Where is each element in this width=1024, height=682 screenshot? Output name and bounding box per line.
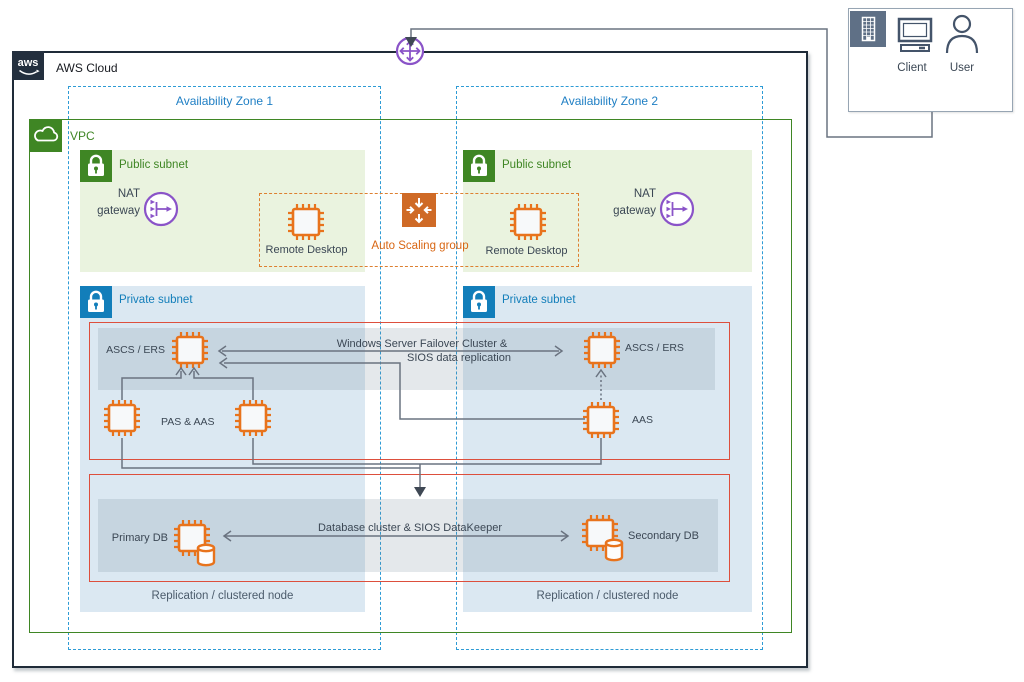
availability-zone-1-label: Availability Zone 1: [175, 94, 274, 108]
ec2-instance-icon-pas-1: [102, 398, 142, 438]
nat-gateway-left-label: NAT gateway: [86, 186, 140, 220]
remote-desktop-left-label: Remote Desktop: [265, 244, 348, 256]
internet-gateway-icon: [395, 36, 425, 66]
nat-right-line2: gateway: [613, 205, 656, 217]
public-subnet-lock-icon: [80, 150, 112, 182]
nat-left-line1: NAT: [117, 188, 140, 200]
availability-zone-2-label: Availability Zone 2: [560, 94, 659, 108]
ec2-instance-icon-remote-desktop-left: [286, 202, 326, 242]
ascs-right-label: ASCS / ERS: [625, 342, 684, 354]
nat-left-line2: gateway: [97, 205, 140, 217]
auto-scaling-icon: [402, 193, 436, 227]
corporate-building-icon: [850, 11, 886, 47]
nat-gateway-icon: [143, 191, 179, 227]
auto-scaling-group-label: Auto Scaling group: [371, 240, 469, 252]
ascs-left-label: ASCS / ERS: [106, 344, 165, 356]
nat-gateway-icon: [659, 191, 695, 227]
public-subnet-right: [463, 150, 752, 272]
nat-right-line1: NAT: [633, 188, 656, 200]
private-subnet-lock-icon: [80, 286, 112, 318]
ec2-instance-icon-ascs-left: [170, 330, 210, 370]
remote-desktop-right-label: Remote Desktop: [485, 245, 568, 257]
aws-cloud-label: AWS Cloud: [56, 61, 118, 75]
user-label: User: [949, 62, 975, 74]
ec2-instance-icon-aas: [581, 400, 621, 440]
ec2-instance-icon-remote-desktop-right: [508, 202, 548, 242]
user-person-icon: [945, 14, 979, 55]
public-subnet-lock-icon: [463, 150, 495, 182]
ec2-instance-icon-pas-2: [233, 398, 273, 438]
vpc-label: VPC: [70, 129, 95, 143]
client-label: Client: [897, 62, 927, 74]
private-subnet-right-title: Private subnet: [502, 294, 576, 306]
ec2-db-instance-icon-secondary: [580, 513, 628, 565]
private-subnet-left-title: Private subnet: [119, 294, 193, 306]
failover-cluster-label-line2: SIOS data replication: [407, 352, 511, 364]
pas-aas-label: PAS & AAS: [161, 416, 215, 428]
aws-logo-icon: [12, 51, 44, 80]
aas-label: AAS: [632, 414, 654, 426]
replication-node-right-label: Replication / clustered node: [536, 590, 679, 602]
ec2-db-instance-icon-primary: [172, 518, 220, 570]
client-monitor-icon: [897, 17, 933, 53]
vpc-icon: [29, 119, 62, 152]
db-cluster-label: Database cluster & SIOS DataKeeper: [317, 522, 503, 534]
public-subnet-right-title: Public subnet: [502, 159, 572, 171]
nat-gateway-right-label: NAT gateway: [602, 186, 656, 220]
primary-db-label: Primary DB: [111, 532, 168, 544]
failover-cluster-label-line1: Windows Server Failover Cluster &: [336, 338, 508, 350]
ec2-instance-icon-ascs-right: [582, 330, 622, 370]
public-subnet-left-title: Public subnet: [119, 159, 189, 171]
replication-node-left-label: Replication / clustered node: [151, 590, 294, 602]
secondary-db-label: Secondary DB: [628, 530, 699, 542]
private-subnet-lock-icon: [463, 286, 495, 318]
db-cluster-box: [89, 474, 730, 582]
